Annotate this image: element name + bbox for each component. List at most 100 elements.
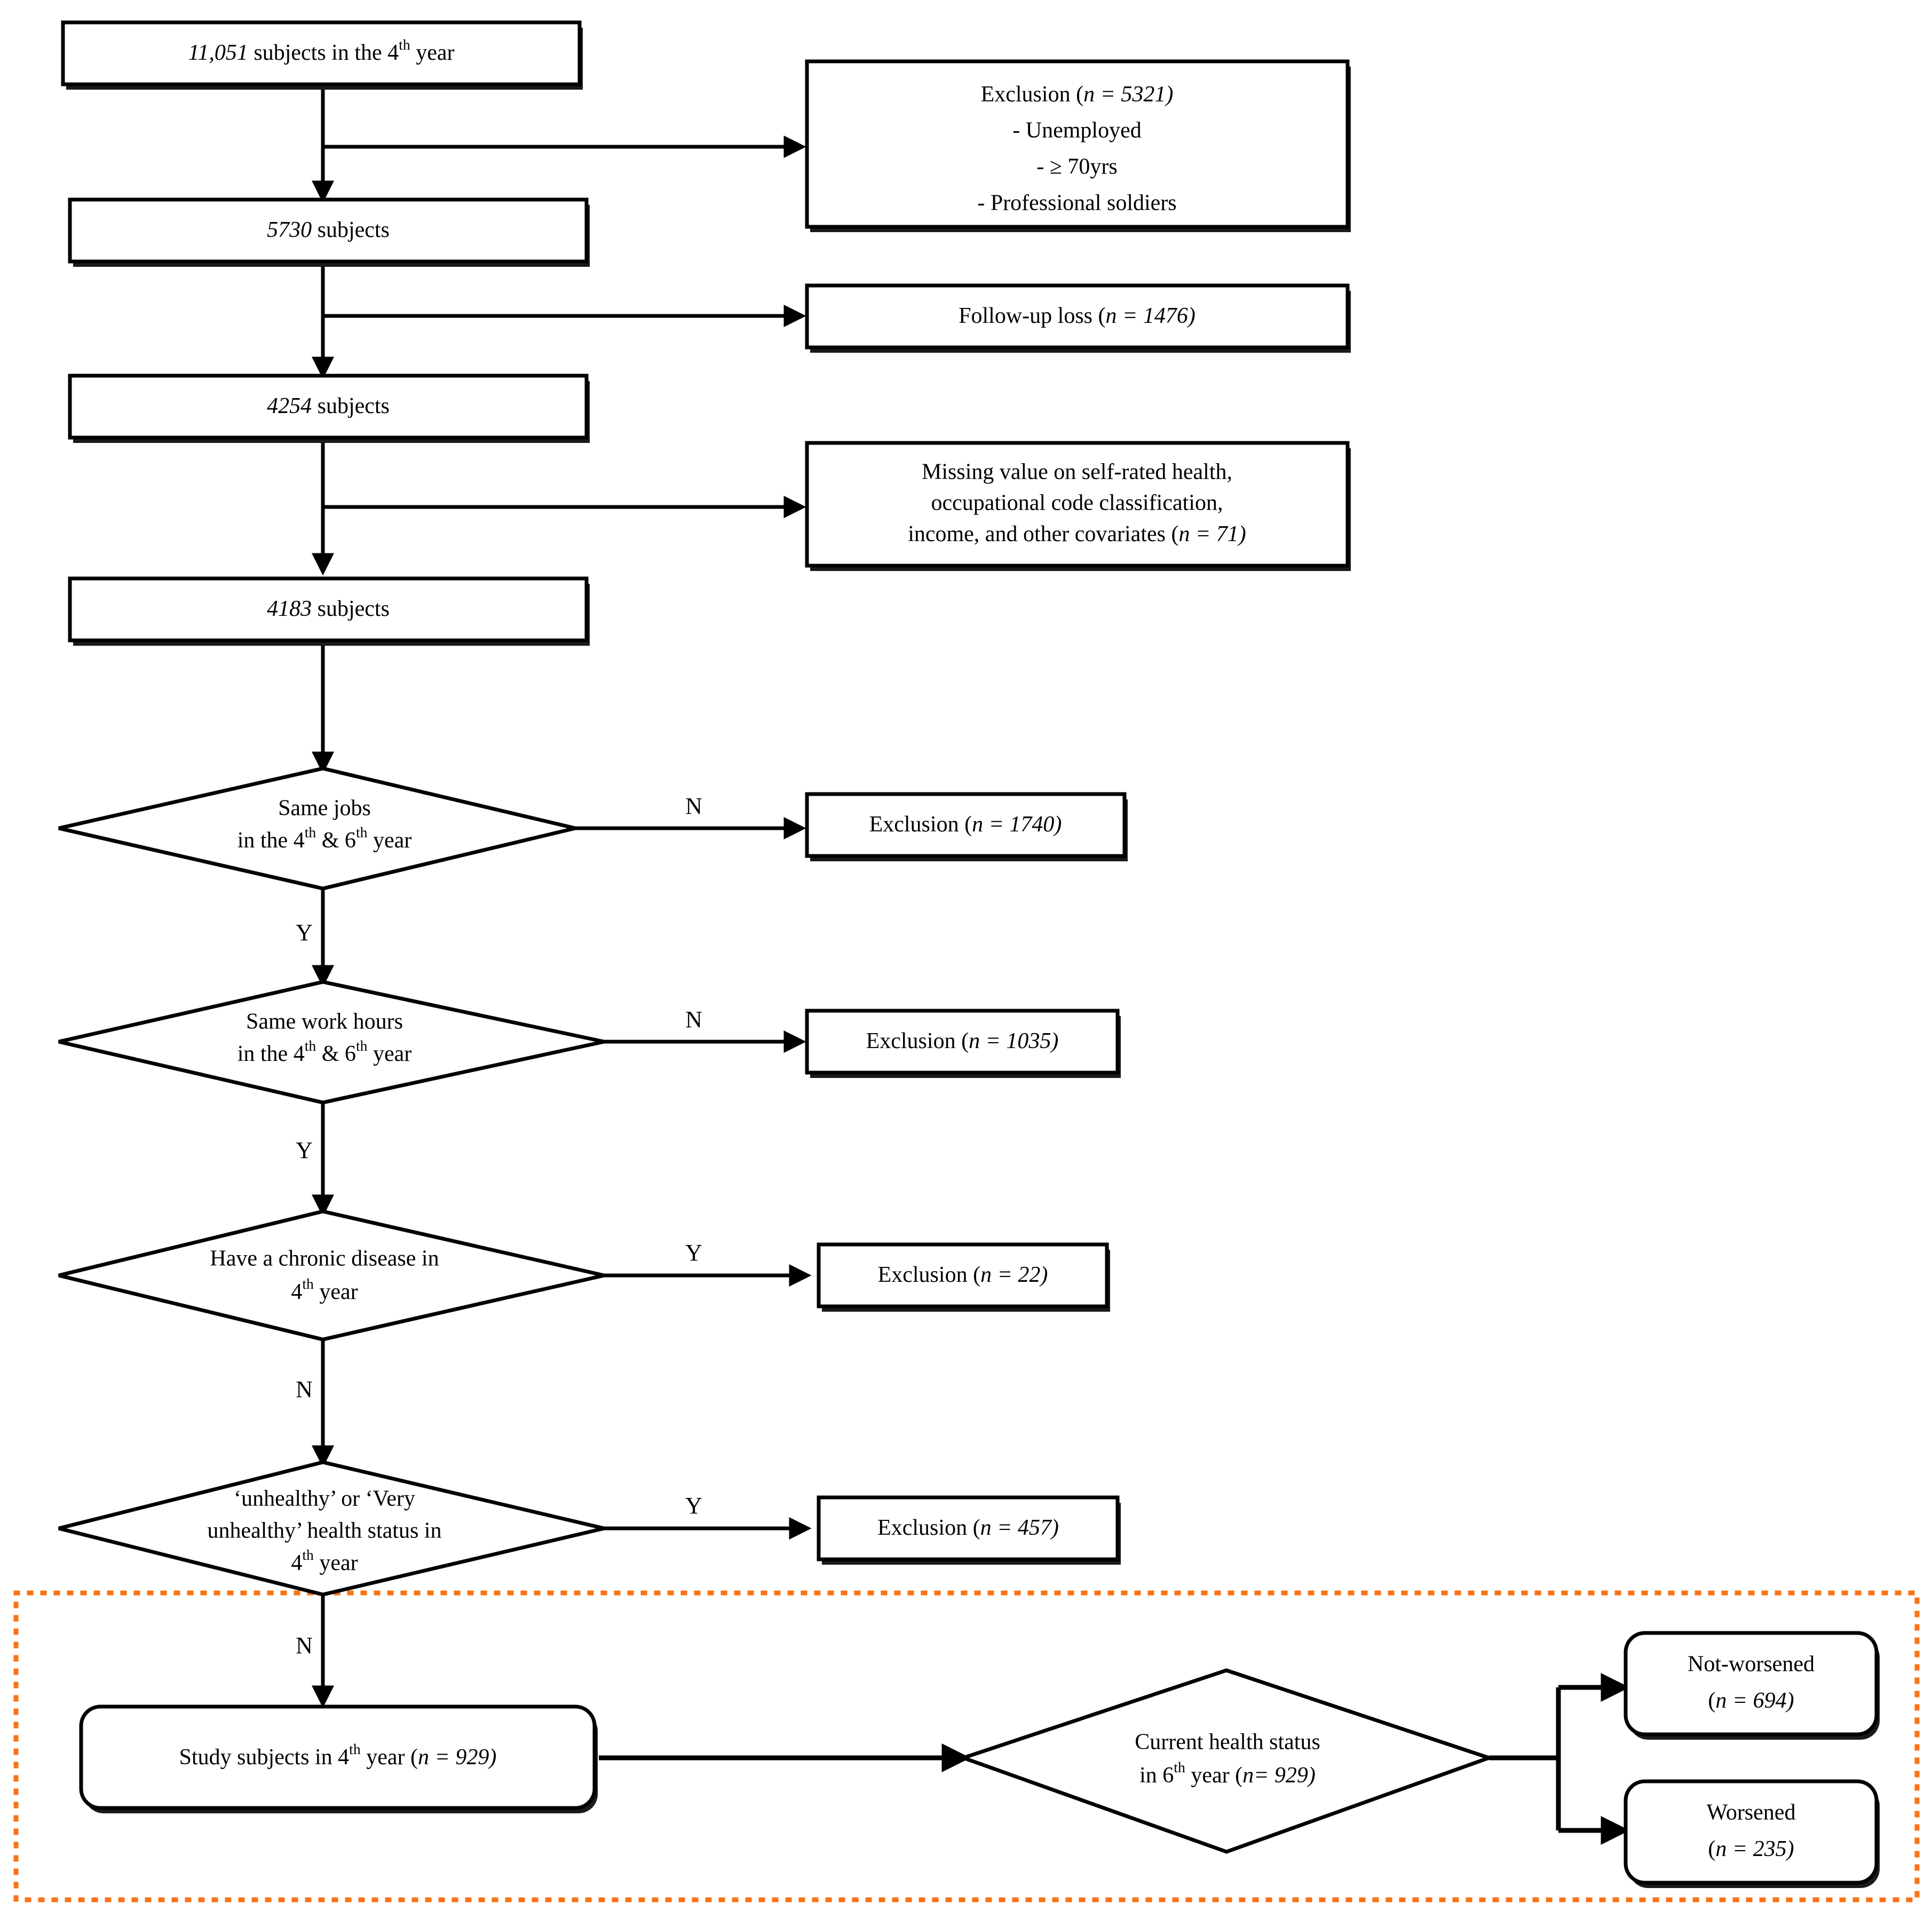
study-subjects-sup: th (349, 1741, 361, 1757)
exclusion-same-hours-value: = 1035) (980, 1029, 1058, 1053)
node-cohort-5730: 5730 subjects (68, 197, 590, 267)
cohort-4183-tail: subjects (312, 597, 390, 621)
svg-text:4th year: 4th year (291, 1547, 358, 1575)
exclusion-unhealthy-value: = 457) (992, 1516, 1059, 1540)
decision-same-jobs-line-1: Same jobs (278, 796, 371, 821)
node-decision-chronic: Have a chronic disease in 4th year (58, 1209, 605, 1342)
decision-unhealthy-line-1: ‘unhealthy’ or ‘Very (234, 1487, 415, 1511)
node-cohort-4183: 4183 subjects (68, 576, 590, 646)
cohort-start-number: 11,051 (188, 41, 248, 65)
outcome-not-worsened-line-1: Not-worsened (1688, 1652, 1815, 1677)
highlight-region-border (13, 1590, 1920, 1902)
decision-same-jobs-line-2-mid: & 6 (316, 828, 356, 853)
decision-current-status-line-2-mid: year ( (1185, 1763, 1242, 1788)
svg-text:Exclusion (n = 457): Exclusion (n = 457) (877, 1516, 1059, 1540)
outcome-not-worsened-post: = 694) (1727, 1688, 1794, 1713)
connector-currentstatus-split (1489, 1673, 1630, 1845)
svg-text:(n = 235): (n = 235) (1708, 1837, 1794, 1861)
exclusion-baseline-bullet-2: - ≥ 70yrs (1036, 155, 1117, 179)
exclusion-same-hours-n: n (969, 1029, 980, 1053)
svg-text:Exclusion (n = 1740): Exclusion (n = 1740) (869, 812, 1062, 837)
node-followup-loss: Follow-up loss (n = 1476) (805, 283, 1351, 353)
cohort-start-tail: year (410, 41, 455, 65)
branch-label-unhealthy-yes: Y (685, 1493, 702, 1519)
decision-unhealthy-line-3-post: year (314, 1551, 358, 1575)
exclusion-same-jobs-n: n (972, 812, 983, 837)
missing-value-n: n (1178, 522, 1190, 546)
node-decision-unhealthy: ‘unhealthy’ or ‘Very unhealthy’ health s… (58, 1460, 605, 1597)
node-study-subjects: Study subjects in 4th year (n = 929) (79, 1704, 598, 1813)
connector-5730-to-4254 (312, 264, 806, 379)
followup-loss-label: Follow-up loss ( (959, 304, 1105, 328)
exclusion-unhealthy-n: n (980, 1516, 992, 1540)
cohort-4254-number: 4254 (267, 394, 312, 418)
svg-text:(n = 694): (n = 694) (1708, 1688, 1794, 1713)
exclusion-same-hours-label: Exclusion ( (866, 1029, 969, 1053)
svg-text:in 6th year (n= 929): in 6th year (n= 929) (1139, 1759, 1316, 1788)
outcome-worsened-pre: ( (1708, 1837, 1715, 1861)
node-exclusion-chronic: Exclusion (n = 22) (817, 1242, 1110, 1312)
missing-value-line-3-post: = 71) (1190, 522, 1246, 546)
decision-same-hours-line-2-post: year (368, 1042, 412, 1066)
decision-same-jobs-line-2-pre: in the 4 (237, 828, 305, 853)
cohort-5730-tail: subjects (312, 218, 390, 242)
cohort-4183-number: 4183 (267, 597, 312, 621)
decision-chronic-line-1: Have a chronic disease in (210, 1247, 439, 1271)
node-exclusion-unhealthy: Exclusion (n = 457) (817, 1495, 1121, 1565)
branch-label-unhealthy-no: N (296, 1632, 313, 1659)
svg-text:5730 subjects: 5730 subjects (267, 218, 390, 242)
cohort-4254-tail: subjects (312, 394, 390, 418)
node-outcome-worsened: Worsened (n = 235) (1624, 1779, 1880, 1888)
cohort-start-text: subjects in the 4 (248, 41, 399, 65)
svg-text:Follow-up loss (n = 1476): Follow-up loss (n = 1476) (959, 304, 1195, 328)
study-subjects-mid: year ( (361, 1745, 418, 1770)
svg-text:4th year: 4th year (291, 1275, 358, 1304)
followup-loss-n: n (1106, 304, 1117, 328)
branch-label-chronic-yes: Y (685, 1240, 702, 1266)
decision-chronic-line-2-post: year (314, 1280, 358, 1304)
decision-current-status-sup: th (1174, 1759, 1185, 1775)
node-exclusion-same-hours: Exclusion (n = 1035) (805, 1009, 1121, 1078)
exclusion-baseline-head: Exclusion ( (981, 82, 1083, 107)
exclusion-baseline-bullet-1: - Unemployed (1012, 118, 1141, 143)
exclusion-baseline-n: n (1083, 82, 1095, 107)
svg-text:11,051 subjects in the 4th yea: 11,051 subjects in the 4th year (188, 36, 454, 65)
node-exclusion-baseline: Exclusion (n = 5321) - Unemployed - ≥ 70… (805, 59, 1351, 232)
missing-value-line-2: occupational code classification, (931, 491, 1223, 516)
node-cohort-4254: 4254 subjects (68, 374, 590, 443)
svg-text:4254 subjects: 4254 subjects (267, 394, 390, 418)
exclusion-chronic-value: = 22) (992, 1263, 1048, 1287)
svg-text:income, and other covariates (: income, and other covariates (n = 71) (908, 522, 1246, 546)
svg-text:Exclusion (n = 22): Exclusion (n = 22) (878, 1263, 1048, 1287)
missing-value-line-1: Missing value on self-rated health, (922, 460, 1232, 485)
node-decision-same-jobs: Same jobs in the 4th & 6th year (58, 766, 576, 891)
cohort-start-sup: th (399, 36, 410, 53)
decision-same-jobs-sup-2: th (356, 824, 368, 840)
decision-same-hours-line-1: Same work hours (246, 1010, 403, 1034)
outcome-worsened-post: = 235) (1727, 1837, 1794, 1861)
followup-loss-value: = 1476) (1117, 304, 1195, 328)
exclusion-baseline-bullet-3: - Professional soldiers (977, 191, 1176, 216)
node-cohort-start: 11,051 subjects in the 4th year (61, 20, 583, 90)
node-missing-value: Missing value on self-rated health, occu… (805, 441, 1351, 571)
branch-label-same-hours-yes: Y (296, 1137, 313, 1163)
outcome-worsened-line-1: Worsened (1707, 1801, 1796, 1825)
decision-unhealthy-line-3-pre: 4 (291, 1551, 302, 1575)
svg-text:Study subjects in 4th year (n: Study subjects in 4th year (n = 929) (179, 1741, 497, 1770)
node-decision-current-status: Current health status in 6th year (n= 92… (957, 1668, 1495, 1854)
study-subjects-pre: Study subjects in 4 (179, 1745, 350, 1770)
decision-current-status-n: n (1242, 1763, 1254, 1788)
exclusion-chronic-n: n (980, 1263, 992, 1287)
decision-chronic-sup: th (302, 1275, 314, 1292)
study-subjects-n: n (418, 1745, 429, 1770)
exclusion-same-jobs-value: = 1740) (983, 812, 1062, 837)
decision-same-jobs-line-2-post: year (368, 828, 412, 853)
decision-same-hours-line-2-mid: & 6 (316, 1042, 356, 1066)
exclusion-unhealthy-label: Exclusion ( (877, 1516, 980, 1540)
decision-same-jobs-sup-1: th (305, 824, 316, 840)
decision-current-status-line-2-pre: in 6 (1139, 1763, 1174, 1788)
branch-label-same-jobs-no: N (685, 793, 702, 819)
node-decision-same-hours: Same work hours in the 4th & 6th year (58, 980, 605, 1105)
svg-text:4183 subjects: 4183 subjects (267, 597, 390, 621)
